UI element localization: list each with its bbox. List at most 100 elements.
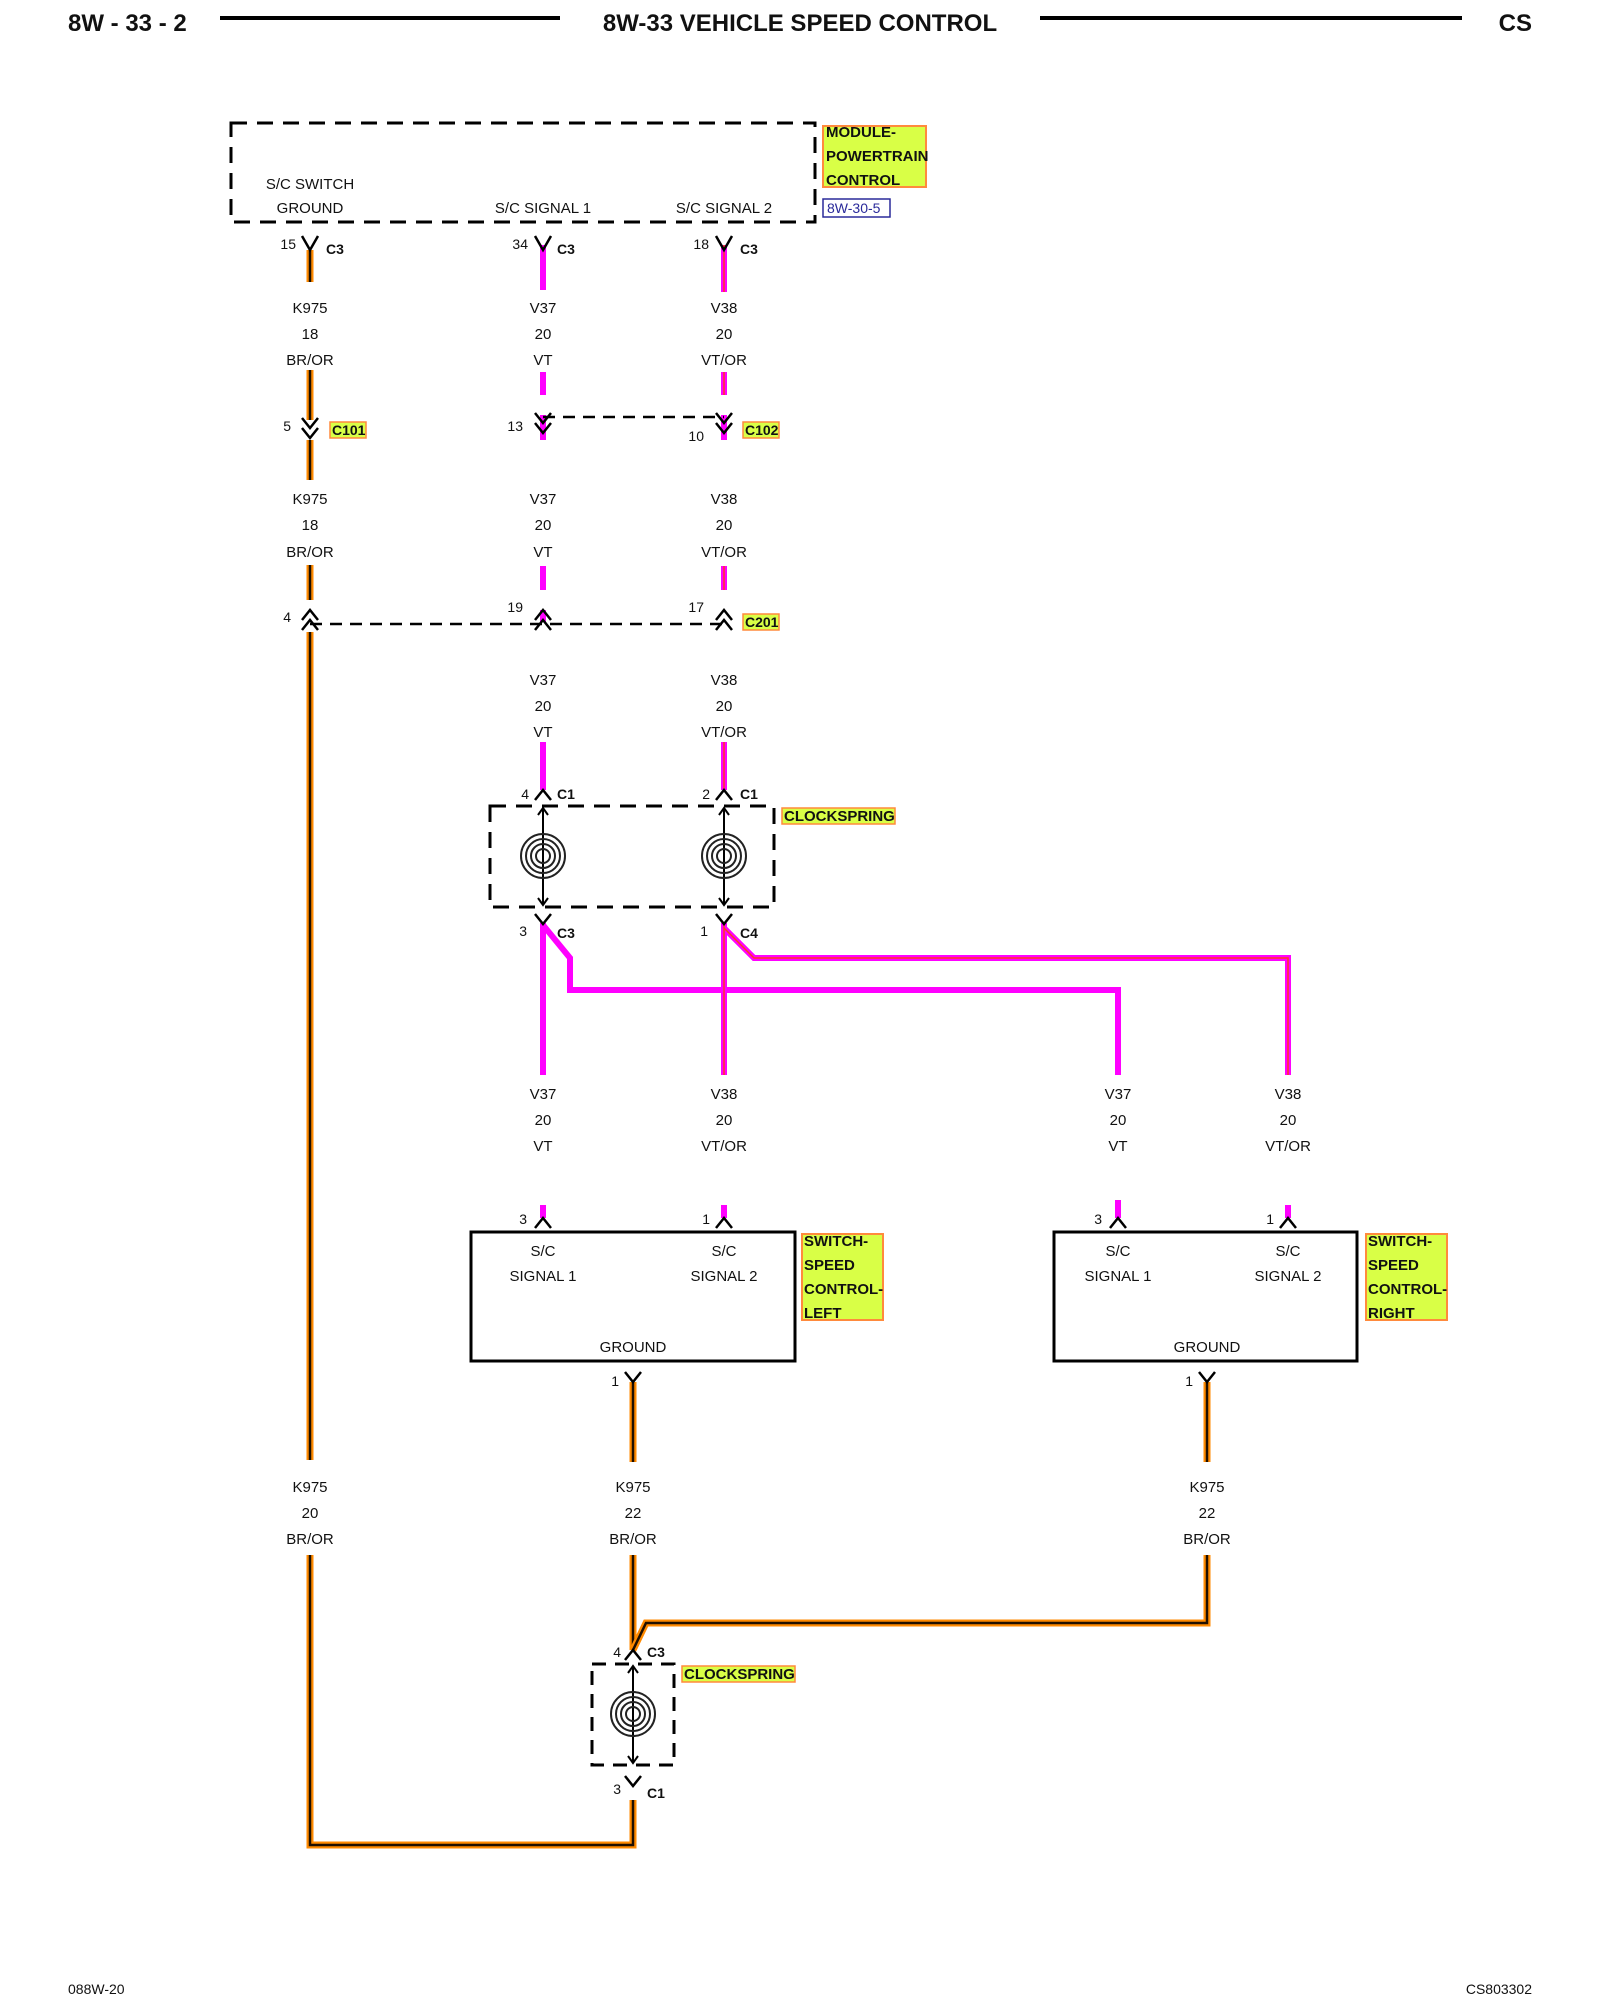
svg-text:20: 20	[535, 698, 552, 715]
svg-text:VT: VT	[533, 544, 552, 561]
switch-ground-connectors	[624, 1371, 1216, 1385]
right-switch-sig1-line1: S/C	[1105, 1243, 1130, 1260]
left-switch-sig1-line1: S/C	[530, 1243, 555, 1260]
footer-right-code: CS803302	[1466, 1981, 1532, 1997]
svg-text:20: 20	[535, 326, 552, 343]
svg-text:V37: V37	[530, 491, 557, 508]
left-switch-box	[469, 1230, 797, 1363]
conn-c4: C4	[740, 925, 758, 941]
svg-text:20: 20	[1110, 1112, 1127, 1129]
right-switch-sig2-line2: SIGNAL 2	[1255, 1268, 1322, 1285]
wire-label-v37-a: V37 20 VT	[530, 300, 557, 369]
svg-text:BR/OR: BR/OR	[286, 544, 334, 561]
wire-label-v38-b: V38 20 VT/OR	[701, 491, 747, 561]
svg-text:K975: K975	[292, 300, 327, 317]
pin-18: 18	[693, 236, 709, 252]
svg-text:K975: K975	[292, 1479, 327, 1496]
page-title: 8W-33 VEHICLE SPEED CONTROL	[603, 10, 997, 37]
wire-label-v38-a: V38 20 VT/OR	[701, 300, 747, 369]
left-switch-name-4: LEFT	[804, 1305, 842, 1322]
wire-label-k975-c: K975 20 BR/OR	[286, 1479, 334, 1548]
wire-label-k975-d: K975 22 BR/OR	[609, 1479, 657, 1548]
svg-text:VT/OR: VT/OR	[1265, 1138, 1311, 1155]
svg-text:BR/OR: BR/OR	[609, 1531, 657, 1548]
switch-input-connectors	[534, 1215, 1297, 1229]
pcm-name-line-3: CONTROL	[826, 172, 900, 189]
clockspring-label-lower: CLOCKSPRING	[684, 1666, 795, 1683]
clockspring-tag-lower	[681, 1665, 796, 1683]
wire-label-k975-e: K975 22 BR/OR	[1183, 1479, 1231, 1548]
svg-text:V37: V37	[530, 1086, 557, 1103]
svg-text:V38: V38	[711, 491, 738, 508]
pin-34: 34	[512, 236, 528, 252]
pin-10: 10	[688, 428, 704, 444]
pcm-switch-ground-label-1: S/C SWITCH	[266, 176, 354, 193]
pin-5: 5	[283, 418, 291, 434]
upper-clockspring: 4 C1 2 C1 CLOCKSPRING 3 C3 1 C4	[488, 786, 896, 941]
pin-4: 4	[283, 609, 291, 625]
svg-text:VT: VT	[533, 724, 552, 741]
pin-3-lower: 3	[613, 1781, 621, 1797]
right-switch-name-2: SPEED	[1368, 1257, 1419, 1274]
pin-19: 19	[507, 599, 523, 615]
pcm-c3-connectors	[300, 235, 734, 253]
left-switch-name-1: SWITCH-	[804, 1233, 868, 1250]
pcm-name-line-2: POWERTRAIN	[826, 148, 929, 165]
wire-label-v37-c: V37 20 VT	[530, 672, 557, 741]
switch-speed-control-left: S/C SIGNAL 1 S/C SIGNAL 2 GROUND SWITCH-…	[469, 1230, 884, 1363]
left-switch-tag	[801, 1233, 884, 1321]
svg-text:V37: V37	[530, 672, 557, 689]
svg-text:K975: K975	[292, 491, 327, 508]
pin-4-c1: 4	[521, 786, 529, 802]
svg-text:20: 20	[716, 698, 733, 715]
left-switch-sig1-line2: SIGNAL 1	[510, 1268, 577, 1285]
svg-text:20: 20	[535, 517, 552, 534]
svg-text:K975: K975	[615, 1479, 650, 1496]
conn-c3-lower: C3	[647, 1644, 665, 1660]
svg-text:20: 20	[716, 326, 733, 343]
svg-text:22: 22	[625, 1505, 642, 1522]
c101-c102-connectors	[301, 412, 733, 441]
svg-text:VT/OR: VT/OR	[701, 352, 747, 369]
conn-c3-b: C3	[557, 241, 575, 257]
conn-c1-b: C1	[740, 786, 758, 802]
conn-c201: C201	[745, 614, 779, 630]
pcm-signal-1-label: S/C SIGNAL 1	[495, 200, 591, 217]
svg-text:18: 18	[302, 517, 319, 534]
right-switch-sig2-line1: S/C	[1275, 1243, 1300, 1260]
clockspring-label-upper: CLOCKSPRING	[784, 808, 895, 825]
powertrain-control-module: S/C SWITCH GROUND S/C SIGNAL 1 S/C SIGNA…	[229, 121, 929, 224]
left-switch-sig2-line2: SIGNAL 2	[691, 1268, 758, 1285]
svg-text:V38: V38	[711, 300, 738, 317]
pin-1-right-switch: 1	[1266, 1211, 1274, 1227]
conn-c1-lower: C1	[647, 1785, 665, 1801]
c201-tag	[742, 613, 780, 631]
svg-text:VT/OR: VT/OR	[701, 724, 747, 741]
left-switch-ground-label: GROUND	[600, 1339, 667, 1356]
c102-tag	[742, 421, 780, 439]
svg-text:20: 20	[302, 1505, 319, 1522]
right-switch-name-1: SWITCH-	[1368, 1233, 1432, 1250]
c101-tag	[329, 421, 367, 439]
pin-1-left-switch: 1	[702, 1211, 710, 1227]
pcm-signal-2-label: S/C SIGNAL 2	[676, 200, 772, 217]
svg-text:V38: V38	[711, 1086, 738, 1103]
switch-speed-control-right: S/C SIGNAL 1 S/C SIGNAL 2 GROUND SWITCH-…	[1052, 1230, 1448, 1363]
pcm-ref-link[interactable]: 8W-30-5	[827, 200, 881, 216]
conn-c3-d: C3	[557, 925, 575, 941]
svg-text:VT: VT	[1108, 1138, 1127, 1155]
svg-text:20: 20	[535, 1112, 552, 1129]
conn-c102: C102	[745, 422, 779, 438]
svg-text:VT/OR: VT/OR	[701, 544, 747, 561]
pin-1-right-ground: 1	[1185, 1373, 1193, 1389]
wire-label-v38-d: V38 20 VT/OR	[701, 1086, 747, 1155]
pin-3-right-switch: 3	[1094, 1211, 1102, 1227]
v37-wires	[540, 245, 1121, 1215]
svg-text:18: 18	[302, 326, 319, 343]
svg-text:BR/OR: BR/OR	[286, 352, 334, 369]
clockspring-tag-upper	[781, 807, 896, 825]
pin-1-c4: 1	[700, 923, 708, 939]
right-switch-name-3: CONTROL-	[1368, 1281, 1447, 1298]
left-switch-name-2: SPEED	[804, 1257, 855, 1274]
wire-label-v37-d: V37 20 VT	[530, 1086, 557, 1155]
